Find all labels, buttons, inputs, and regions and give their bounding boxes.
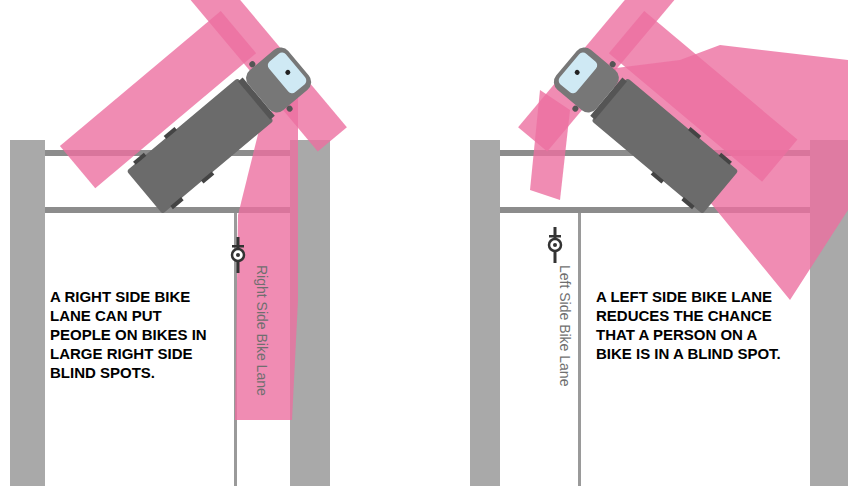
- caption-note: A LEFT SIDE BIKE LANE REDUCES THE CHANCE…: [596, 287, 786, 363]
- bike-symbol: [232, 237, 244, 273]
- caption-note: A RIGHT SIDE BIKE LANE CAN PUT PEOPLE ON…: [50, 287, 222, 382]
- lane-label: Right Side Bike Lane: [254, 265, 270, 396]
- right-blind-spots: [518, 0, 848, 300]
- left-truck: [124, 39, 319, 217]
- right-truck: [546, 39, 741, 217]
- bike-symbol: [549, 227, 561, 263]
- left-blind-spots: [21, 0, 347, 420]
- lane-label: Left Side Bike Lane: [557, 265, 573, 386]
